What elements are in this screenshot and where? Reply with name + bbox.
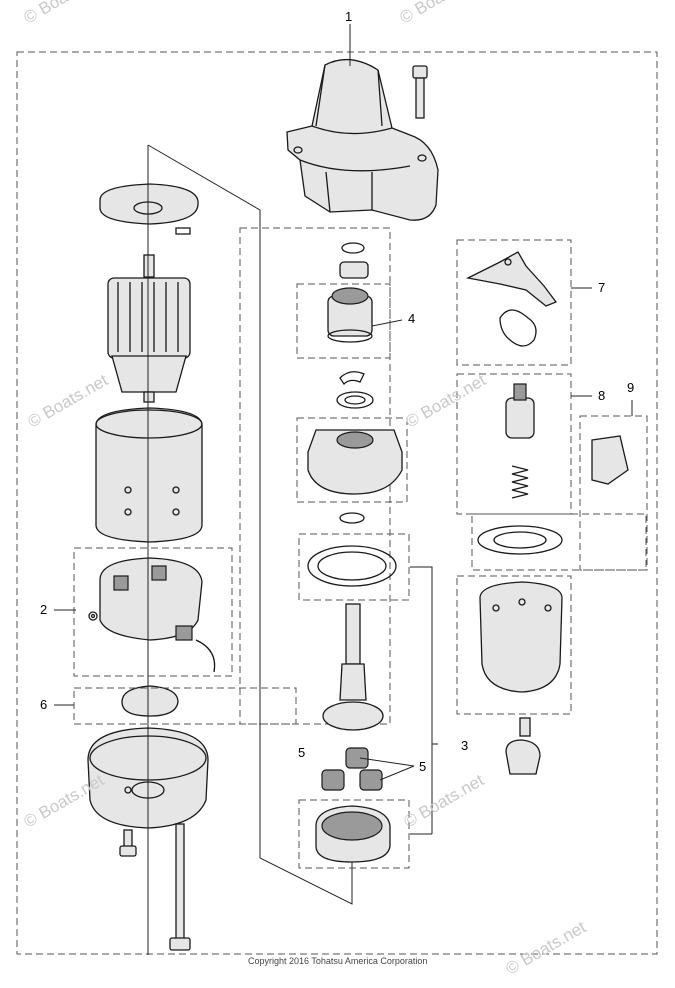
plunger: [505, 383, 535, 439]
part-8-box: [456, 373, 572, 515]
snap-ring: [339, 371, 365, 386]
callout-8: 8: [598, 388, 605, 403]
bracket-screw: [119, 829, 137, 857]
planetary-shaft: [322, 603, 384, 731]
solenoid-clip: [505, 739, 541, 775]
yoke-housing: [95, 407, 203, 543]
brush-holder-box: [73, 547, 233, 677]
through-bolt: [169, 823, 191, 951]
part-6-box: [73, 687, 297, 725]
solenoid-bolt: [519, 717, 531, 737]
pinion-housing: [286, 58, 439, 221]
copyright-text: Copyright 2016 Tohatsu America Corporati…: [248, 956, 427, 966]
small-ring: [339, 512, 365, 524]
overrunning-clutch: [307, 429, 403, 495]
armature: [107, 254, 191, 403]
gear-carrier-box: [298, 533, 410, 601]
housing-bolt: [412, 65, 428, 119]
gasket-box: [471, 513, 647, 571]
centerline-diagonal: [147, 144, 353, 905]
solenoid-gasket: [477, 525, 563, 555]
internal-gear-plate: [307, 545, 397, 587]
callout-5b: 5: [419, 759, 426, 774]
leader-3: [410, 566, 438, 835]
lever-spring: [499, 309, 537, 347]
return-spring: [511, 465, 529, 499]
part-7-box: [456, 239, 572, 366]
part-4-box: [296, 283, 391, 359]
washer: [336, 391, 374, 409]
watermark-top-right: © Boats.net: [397, 0, 484, 27]
leader-5b: [359, 757, 415, 781]
watermark-low-mid: © Boats.net: [401, 770, 488, 831]
callout-7: 7: [598, 280, 605, 295]
planet-gear-top: [345, 747, 369, 769]
part-9-box: [579, 415, 648, 571]
ring-gear-box: [298, 799, 410, 869]
clutch-box: [296, 417, 408, 503]
callout-5a: 5: [298, 745, 305, 760]
callout-4: 4: [408, 311, 415, 326]
solenoid-switch: [479, 581, 563, 693]
callout-6: 6: [40, 697, 47, 712]
brush-holder: [99, 557, 216, 673]
shift-lever: [465, 251, 558, 307]
terminal-cover: [591, 435, 629, 485]
watermark-bottom-right: © Boats.net: [503, 917, 590, 978]
brush-spring: [88, 611, 98, 621]
collar: [339, 261, 369, 279]
ring-gear: [315, 805, 391, 863]
callout-3: 3: [461, 738, 468, 753]
solenoid-box: [456, 575, 572, 715]
pinion-gear: [327, 287, 373, 343]
leader-4: [371, 319, 403, 327]
planet-gear-left: [321, 769, 345, 791]
callout-1: 1: [345, 9, 352, 24]
watermark-mid-right: © Boats.net: [403, 370, 490, 431]
rear-end-plate: [99, 183, 199, 235]
planet-gear-right: [359, 769, 383, 791]
assembly-border: [16, 51, 658, 955]
lock-plate: [121, 685, 179, 717]
callout-2: 2: [40, 602, 47, 617]
callout-9: 9: [627, 380, 634, 395]
retainer-ring-top: [341, 242, 365, 254]
watermark-top-left: © Boats.net: [21, 0, 108, 27]
